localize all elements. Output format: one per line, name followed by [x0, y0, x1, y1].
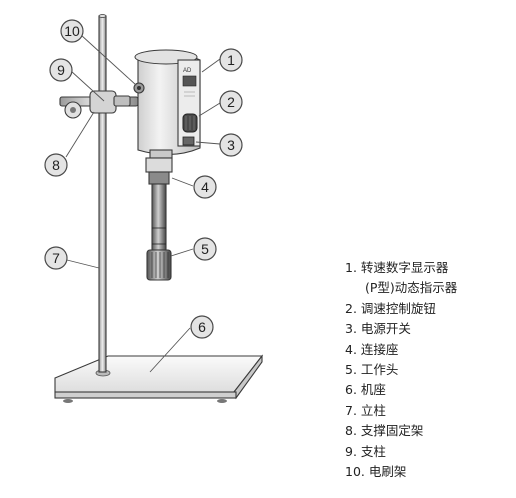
base-plate [54, 354, 264, 403]
callout-7: 7 [44, 246, 68, 270]
legend-item-3: 3. 电源开关 [345, 321, 411, 337]
legend-item-10: 10. 电刷架 [345, 464, 407, 480]
leader-lines [65, 34, 221, 373]
callout-5: 5 [193, 237, 217, 261]
connector-and-head [145, 157, 173, 281]
svg-text:4: 4 [201, 179, 209, 195]
callout-4: 4 [193, 175, 217, 199]
svg-text:7: 7 [52, 250, 60, 266]
callout-6: 6 [190, 315, 214, 339]
svg-text:8: 8 [52, 157, 60, 173]
legend-item-1: 1. 转速数字显示器 [345, 260, 449, 275]
svg-text:1: 1 [227, 52, 235, 68]
svg-text:2: 2 [227, 94, 235, 110]
motor-housing: AD [133, 49, 201, 159]
callout-3: 3 [219, 133, 243, 157]
legend-item-8: 8. 支撑固定架 [345, 423, 424, 439]
legend-item-9: 9. 支柱 [345, 443, 386, 459]
legend-item-2: 2. 调速控制旋钮 [345, 300, 436, 316]
parts-legend: 1. 转速数字显示器 (P型)动态指示器 2. 调速控制旋钮 3. 电源开关 4… [345, 258, 457, 482]
callout-9: 9 [49, 58, 73, 82]
callout-1: 1 [219, 48, 243, 72]
motor-badge: AD [183, 68, 192, 74]
legend-item-1-continuation: (P型)动态指示器 [365, 280, 458, 296]
power-switch[interactable] [182, 136, 195, 146]
svg-text:10: 10 [64, 23, 80, 39]
callout-8: 8 [44, 153, 68, 177]
speed-display [182, 75, 197, 87]
svg-text:5: 5 [201, 241, 209, 257]
svg-text:3: 3 [227, 137, 235, 153]
legend-item-4: 4. 连接座 [345, 341, 399, 357]
callout-2: 2 [219, 90, 243, 114]
svg-text:6: 6 [198, 319, 206, 335]
vertical-rod [98, 14, 107, 373]
support-arm [59, 90, 139, 119]
legend-item-7: 7. 立柱 [345, 402, 386, 418]
legend-item-5: 5. 工作头 [345, 362, 399, 378]
svg-text:9: 9 [57, 62, 65, 78]
callout-10: 10 [60, 19, 84, 43]
legend-item-6: 6. 机座 [345, 382, 386, 398]
